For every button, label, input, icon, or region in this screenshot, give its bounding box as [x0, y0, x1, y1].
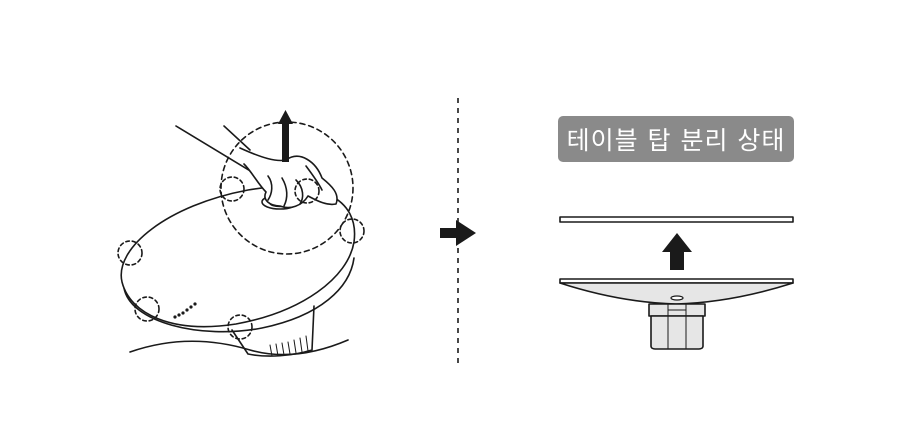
clip-marker: [227, 314, 253, 340]
right-illustration: [559, 216, 794, 350]
status-label: 테이블 탑 분리 상태: [558, 116, 794, 162]
up-arrow-icon: [662, 233, 692, 270]
table-top-rim: [123, 257, 355, 333]
center-hole: [670, 295, 684, 301]
up-arrow-icon: [278, 110, 293, 162]
separated-table-top: [559, 216, 794, 223]
clip-markers: [117, 176, 365, 340]
pedestal: [650, 315, 704, 350]
table-stand: [231, 305, 315, 357]
status-label-text: 테이블 탑 분리 상태: [566, 126, 786, 155]
clip-marker: [339, 218, 365, 244]
right-arrow-icon: [440, 220, 476, 246]
floor-line: [129, 339, 349, 356]
table-top: [120, 185, 356, 328]
clip-marker: [134, 296, 160, 322]
indicator-dots: [173, 302, 197, 319]
arm-lower: [223, 125, 251, 151]
clip-marker: [117, 240, 143, 266]
clip-marker: [294, 178, 320, 204]
hand: [239, 147, 338, 209]
left-illustration: [117, 110, 365, 357]
stand-grooves: [269, 335, 309, 357]
base-body: [559, 282, 794, 305]
clip-marker: [219, 176, 245, 202]
